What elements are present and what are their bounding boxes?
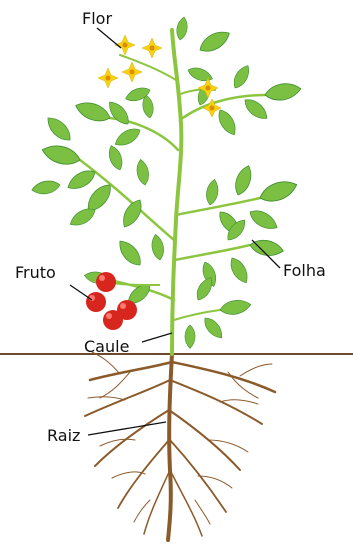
leaf-cluster [31,16,302,348]
fruit-cluster [86,272,160,330]
tomato-fruit-icon [96,272,116,292]
flower-icon [122,62,142,82]
flower-icon [142,38,162,58]
label-fruit: Fruto [15,263,56,282]
leader-fruit [70,285,92,300]
flower-icon [98,68,118,88]
label-root: Raiz [47,426,80,445]
leader-root [88,422,166,435]
leader-flower [97,28,121,48]
leader-stem [142,333,172,342]
tomato-fruit-icon [86,292,106,312]
label-flower: Flor [82,9,112,28]
label-leaf: Folha [283,261,326,280]
root-system [85,352,275,540]
tomato-fruit-icon [103,310,123,330]
label-stem: Caule [84,337,129,356]
